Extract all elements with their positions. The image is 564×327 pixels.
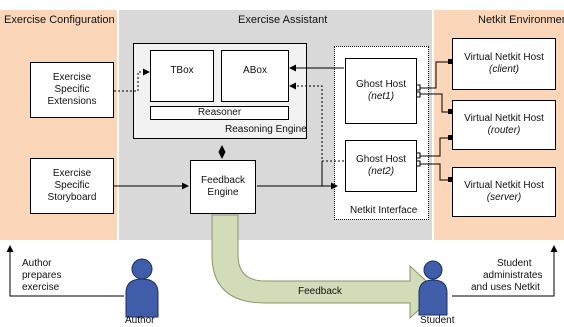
exercise-configuration-title: Exercise Configuration <box>4 14 115 26</box>
exercise-assistant-title: Exercise Assistant <box>238 14 328 26</box>
host-client-role: (client) <box>488 64 519 75</box>
virtual-host-router-box: Virtual Netkit Host (router) <box>452 100 556 150</box>
feedback-arrow <box>211 214 439 320</box>
ghost1-to-client-link <box>419 61 452 89</box>
student-note-line-2: administrates <box>483 270 543 281</box>
port-icon <box>448 109 453 114</box>
ghost-host-2-id: (net2) <box>367 166 395 177</box>
ghost-host-net2-box: Ghost Host (net2) <box>345 140 417 192</box>
feedback-label: Feedback <box>298 286 342 297</box>
host-router-role: (router) <box>487 125 521 136</box>
author-note-line-1: Author <box>22 258 52 269</box>
feedback-engine-line-2: Engine <box>207 187 239 198</box>
author-to-config-arrow <box>6 245 124 297</box>
host-client-name: Virtual Netkit Host <box>464 52 544 63</box>
student-person-icon <box>418 260 448 316</box>
ghost1-to-router-link <box>419 93 452 113</box>
ghost2-to-server-link <box>419 163 452 181</box>
reasoner-box: Reasoner <box>150 106 289 120</box>
author-person-icon <box>125 258 159 318</box>
reasoner-label: Reasoner <box>197 107 242 118</box>
port-icon <box>448 135 453 140</box>
extensions-line-1: Exercise <box>52 72 92 83</box>
exercise-specific-extensions-box: Exercise Specific Extensions <box>30 62 114 118</box>
extensions-to-tbox-arrow <box>114 68 150 92</box>
netkit-environment-title: Netkit Environmen <box>478 14 564 26</box>
author-label: Author <box>125 315 155 326</box>
port-icon <box>448 177 453 182</box>
abox-box: ABox <box>221 50 289 102</box>
ghost2-to-router-link <box>419 137 452 157</box>
storyboard-line-3: Storyboard <box>47 192 97 203</box>
author-note-line-3: exercise <box>22 282 60 293</box>
host-server-name: Virtual Netkit Host <box>464 180 544 191</box>
ghost2-to-abox-arrow <box>289 82 344 162</box>
student-note-line-1: Student <box>497 258 532 269</box>
ghost-host-net1-box: Ghost Host (net1) <box>345 58 417 124</box>
virtual-host-client-box: Virtual Netkit Host (client) <box>452 38 556 90</box>
author-note-line-2: prepares <box>22 270 62 281</box>
extensions-line-2: Specific <box>54 84 90 95</box>
feedback-engine-line-1: Feedback <box>201 175 245 186</box>
netkit-interface-title: Netkit Interface <box>350 205 418 216</box>
reasoning-engine-title: Reasoning Engine <box>225 124 307 135</box>
student-note-line-3: and uses Netkit <box>471 282 540 293</box>
virtual-host-server-box: Virtual Netkit Host (server) <box>452 167 556 217</box>
host-router-name: Virtual Netkit Host <box>464 113 544 124</box>
ghost-host-1-name: Ghost Host <box>355 79 407 90</box>
tbox-label: TBox <box>170 65 194 76</box>
storyboard-line-1: Exercise <box>52 168 92 179</box>
feedback-engine-box: Feedback Engine <box>190 160 256 214</box>
port-icon <box>448 59 453 64</box>
tbox-box: TBox <box>150 50 214 102</box>
student-label: Student <box>420 315 455 326</box>
extensions-line-3: Extensions <box>47 96 97 107</box>
ghost-host-2-name: Ghost Host <box>355 154 407 165</box>
storyboard-line-2: Specific <box>54 180 90 191</box>
host-server-role: (server) <box>486 192 522 203</box>
exercise-specific-storyboard-box: Exercise Specific Storyboard <box>30 158 114 214</box>
ghost-host-1-id: (net1) <box>367 91 395 102</box>
abox-label: ABox <box>243 65 267 76</box>
student-to-netkit-arrow <box>452 245 558 297</box>
